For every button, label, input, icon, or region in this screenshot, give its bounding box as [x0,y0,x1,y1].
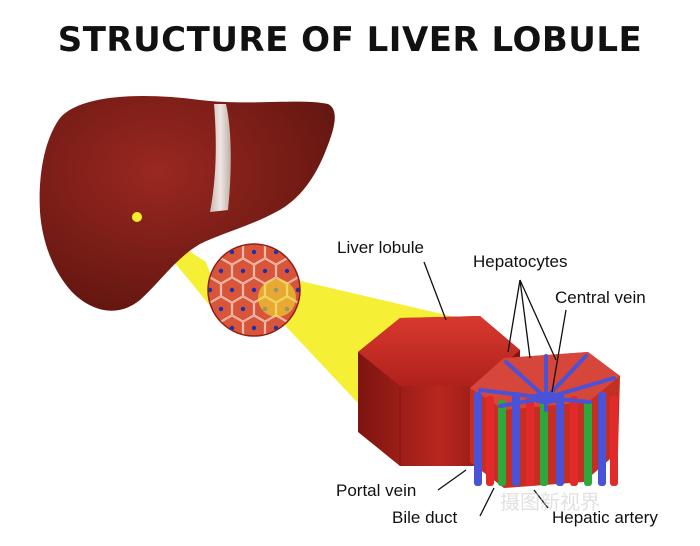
cell-nucleus [284,268,290,274]
hepatocyte-cell [321,259,342,283]
label-hepatocytes: Hepatocytes [473,252,568,271]
lobule-vessel-column [584,400,592,486]
label-liver-lobule: Liver lobule [337,238,424,257]
hepatocyte-cell [178,316,199,340]
cell-nucleus [186,288,190,292]
cell-nucleus [240,268,246,274]
hepatocyte-cell [254,334,276,336]
hepatocyte-cell [310,240,331,264]
lobule-vessel-column [474,392,482,486]
lobule-vessel-column [556,392,564,486]
cell-nucleus [263,345,267,349]
hepatocyte-cell [298,244,300,246]
cell-nucleus [241,345,245,349]
cell-nucleus [251,249,257,255]
cell-nucleus [318,250,322,254]
cell-nucleus [262,268,268,274]
watermark: 摄图新视界 [500,490,600,514]
hepatocyte-cell [287,244,300,265]
lobule-vessel-column [570,396,578,486]
lobule-vessel-column [512,392,520,486]
label-portal-vein: Portal vein [336,481,417,500]
cell-nucleus [218,306,224,312]
lobule-vessel-column [610,396,618,486]
hepatocyte-cell [254,244,276,246]
label-hepatic-artery: Hepatic artery [552,508,658,527]
page-title: STRUCTURE OF LIVER LOBULE [57,20,643,60]
cell-nucleus [219,345,223,349]
cell-nucleus [208,249,213,255]
cell-nucleus [285,231,289,235]
cell-nucleus [241,231,245,235]
cell-nucleus [307,231,311,235]
cell-nucleus [285,345,289,349]
cell-nucleus [263,231,267,235]
cell-nucleus [251,325,257,331]
leader-lines [423,261,567,517]
cell-nucleus [329,269,333,273]
hepatocyte-cell [208,315,221,336]
cell-nucleus [295,287,300,293]
lobule-vessel-column [526,396,534,486]
lobule-vessel-column [486,396,494,486]
hepatocyte-cell [210,334,232,336]
cell-nucleus [197,307,201,311]
central-vein-mark [532,392,560,404]
cell-nucleus [251,287,257,293]
cell-nucleus [218,268,224,274]
cell-nucleus [295,249,300,255]
sinusoid-spoke [504,360,548,400]
cell-nucleus [197,345,201,349]
cell-nucleus [307,269,311,273]
hepatocyte-cell [276,334,298,336]
lobule-vessel-column [540,400,548,486]
hepatocyte-cell [276,244,298,246]
hepatocyte-cell [232,334,254,336]
cell-nucleus [329,231,333,235]
lobule-vessel-column [598,392,606,486]
cell-nucleus [208,325,213,331]
label-central-vein: Central vein [555,288,646,307]
cell-nucleus [240,306,246,312]
cell-nucleus [229,287,235,293]
cell-nucleus [186,326,190,330]
lobule-vessel-column [498,400,506,486]
hepatocyte-cell [208,334,210,336]
cell-nucleus [208,287,213,293]
hepatocyte-cell [298,258,300,284]
label-bile-duct: Bile duct [392,508,458,527]
liver-organ [39,95,335,311]
